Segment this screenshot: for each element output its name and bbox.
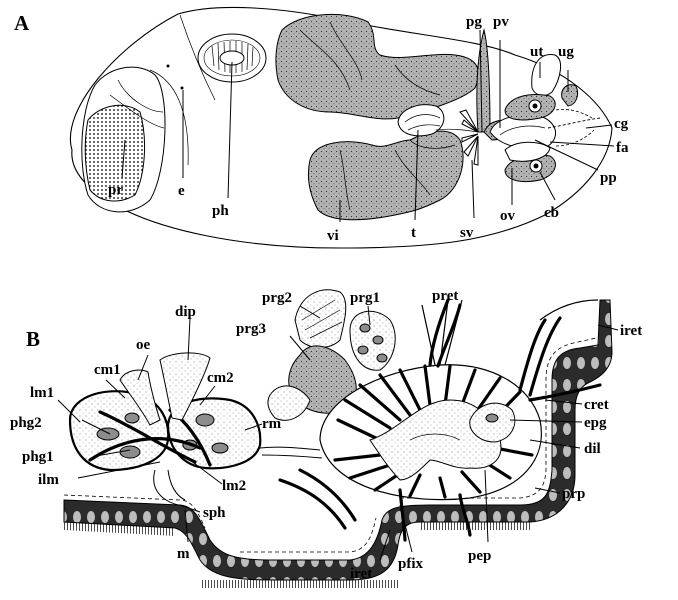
ovary-upper <box>504 94 556 121</box>
panel-a-letter: A <box>14 11 30 35</box>
label-dil: dil <box>584 441 601 457</box>
body-outline <box>69 6 613 249</box>
label-pp: pp <box>600 170 617 186</box>
label-dip: dip <box>175 304 196 320</box>
label-t: t <box>411 225 416 241</box>
panel-b-letter: B <box>26 327 40 351</box>
label-epg: epg <box>584 415 607 431</box>
label-fa: fa <box>616 140 629 156</box>
testis <box>397 104 445 137</box>
label-sv: sv <box>460 225 474 241</box>
cerebral-line <box>149 69 189 166</box>
label-prg3: prg3 <box>236 321 266 337</box>
iret-top-fibers <box>539 299 599 321</box>
cilia-left <box>64 522 175 536</box>
bursa <box>504 141 551 162</box>
label-ug: ug <box>558 44 574 60</box>
label-phg1: phg1 <box>22 449 54 465</box>
label-cb: cb <box>544 205 559 221</box>
label-pr: pr <box>108 182 123 198</box>
prg2-lines <box>301 299 343 339</box>
label-lm1: lm1 <box>30 385 54 401</box>
eye-spot-2 <box>166 64 170 68</box>
epg-cell <box>485 413 499 423</box>
label-pret: pret <box>432 288 458 304</box>
label-pv: pv <box>493 14 509 30</box>
fixing-fibers <box>259 446 323 459</box>
penis-vesicle <box>499 125 546 136</box>
cilia-bottom <box>200 580 400 588</box>
label-pfix: pfix <box>398 556 424 572</box>
vit-lower-line3 <box>409 139 456 149</box>
leaders-a <box>121 29 615 222</box>
panel-a: A <box>14 6 629 249</box>
label-oe: oe <box>136 337 151 353</box>
label-prg1: prg1 <box>350 290 380 306</box>
label-cm1: cm1 <box>94 362 121 378</box>
prostate-ring <box>267 385 311 421</box>
label-ilm: ilm <box>38 472 59 488</box>
testis-line1 <box>404 114 441 123</box>
vit-lower-line2 <box>394 149 431 196</box>
proboscis-dotted <box>84 104 146 202</box>
label-e: e <box>178 183 185 199</box>
oesophagus <box>119 369 161 426</box>
label-iret-bottom: iret <box>350 566 372 582</box>
uterus <box>531 54 562 96</box>
label-prg2: prg2 <box>262 290 292 306</box>
label-phg2: phg2 <box>10 415 42 431</box>
prostate-prg2 <box>294 289 347 348</box>
label-iret-top: iret <box>620 323 642 339</box>
pharynx <box>197 33 267 83</box>
testis-line2 <box>407 124 441 131</box>
sperm-duct <box>435 128 479 133</box>
vitellaria-lower <box>307 130 464 221</box>
epithelial-glands <box>469 402 516 443</box>
label-cm2: cm2 <box>207 370 234 386</box>
proboscis-line2 <box>109 94 165 129</box>
label-prp: prp <box>562 486 585 502</box>
label-cg: cg <box>614 116 629 132</box>
leaders-b <box>57 305 619 561</box>
vit-upper-line3 <box>394 64 441 96</box>
eye-spot <box>180 86 184 90</box>
label-ut: ut <box>530 44 543 60</box>
vit-upper-line2 <box>329 21 363 81</box>
label-m: m <box>177 546 190 562</box>
ejaculatory-duct <box>369 399 502 481</box>
pharynx-b <box>68 390 262 472</box>
pharynx-stalk <box>153 469 186 506</box>
label-ph: ph <box>212 203 229 219</box>
label-sph: sph <box>203 505 226 521</box>
seminal-vesicle <box>459 109 479 166</box>
dip-gland <box>159 352 211 421</box>
proboscis-line1 <box>117 79 164 113</box>
label-rm: rm <box>262 416 282 432</box>
label-pg: pg <box>466 14 482 30</box>
anterior-fold <box>179 14 216 101</box>
cement-gland-lines <box>555 109 595 147</box>
panel-b: B <box>10 288 642 588</box>
uterine-gland <box>561 84 579 107</box>
prg1-vesicles <box>357 323 388 363</box>
cilia-right <box>420 522 530 530</box>
label-lm2: lm2 <box>222 478 246 494</box>
vit-upper-line1 <box>299 29 351 91</box>
pret-fibers <box>421 299 463 366</box>
basement-membrane <box>63 337 597 553</box>
label-cret: cret <box>584 397 609 413</box>
prostate-gland <box>476 29 491 133</box>
label-pep: pep <box>468 548 491 564</box>
vit-lower-line1 <box>339 149 351 211</box>
label-ov: ov <box>500 208 516 224</box>
genital-atrium <box>547 117 601 129</box>
label-vi: vi <box>327 228 339 244</box>
vitellaria-upper <box>275 13 479 120</box>
penis-bulb-b <box>319 364 542 501</box>
